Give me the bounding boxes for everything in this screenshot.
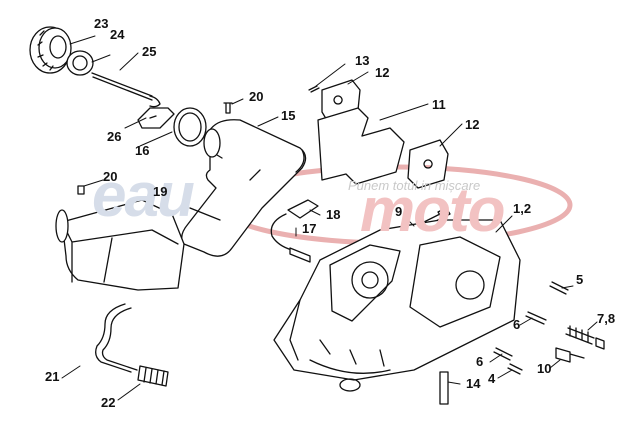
part-16-ring [173, 107, 207, 147]
callout-12-right: 12 [465, 117, 480, 132]
callout-26: 26 [107, 129, 122, 144]
part-12-bracket-b [407, 139, 449, 189]
callout-25: 25 [142, 44, 157, 59]
part-20-screw-a [223, 102, 233, 114]
callout-13: 13 [355, 53, 370, 68]
part-26-tab [137, 107, 175, 129]
callout-7-8: 7,8 [597, 311, 616, 326]
part-14-sleeve [439, 371, 449, 405]
part-5-stud [549, 281, 569, 295]
part-19-cover [55, 199, 185, 291]
callout-6-lower: 6 [476, 354, 484, 369]
part-15-tank [181, 119, 307, 257]
part-21-hose [95, 303, 138, 373]
callout-12-top: 12 [375, 65, 390, 80]
part-13-screw [308, 85, 320, 93]
part-22-filter [137, 365, 169, 387]
callout-23: 23 [94, 16, 109, 31]
callout-24: 24 [110, 27, 125, 42]
callout-4: 4 [488, 371, 496, 386]
crankcase [273, 219, 521, 392]
callout-10: 10 [537, 361, 552, 376]
callout-15: 15 [281, 108, 296, 123]
part-24-washer [66, 50, 94, 76]
callout-5: 5 [576, 272, 584, 287]
callout-9: 9 [395, 204, 403, 219]
watermark-right-text: moto [360, 176, 506, 245]
part-25-strap [91, 72, 161, 108]
watermark-left-text: eau [92, 161, 195, 230]
callout-19: 19 [153, 184, 168, 199]
part-23-cap [29, 26, 72, 74]
callout-1-2: 1,2 [513, 201, 532, 216]
part-4-pin [507, 363, 523, 375]
callout-16: 16 [135, 143, 150, 158]
leader-lines [61, 35, 598, 401]
callout-20-left: 20 [103, 169, 118, 184]
callout-6-upper: 6 [513, 317, 521, 332]
part-11-shield [317, 107, 405, 185]
callout-17: 17 [302, 221, 317, 236]
part-7-8-spring [565, 325, 605, 350]
callout-20-top: 20 [249, 89, 264, 104]
callout-14: 14 [466, 376, 481, 391]
callout-21: 21 [45, 369, 60, 384]
part-20-screw-b [77, 185, 85, 195]
part-6-stud-b [493, 347, 513, 361]
callout-11: 11 [432, 97, 446, 112]
part-6-stud-a [525, 311, 547, 325]
part-10-screw [555, 347, 585, 363]
part-17-18-cable [270, 199, 319, 263]
callout-22: 22 [101, 395, 116, 410]
watermark-tagline: Punem totul in mișcare [348, 178, 481, 193]
callout-18: 18 [326, 207, 341, 222]
